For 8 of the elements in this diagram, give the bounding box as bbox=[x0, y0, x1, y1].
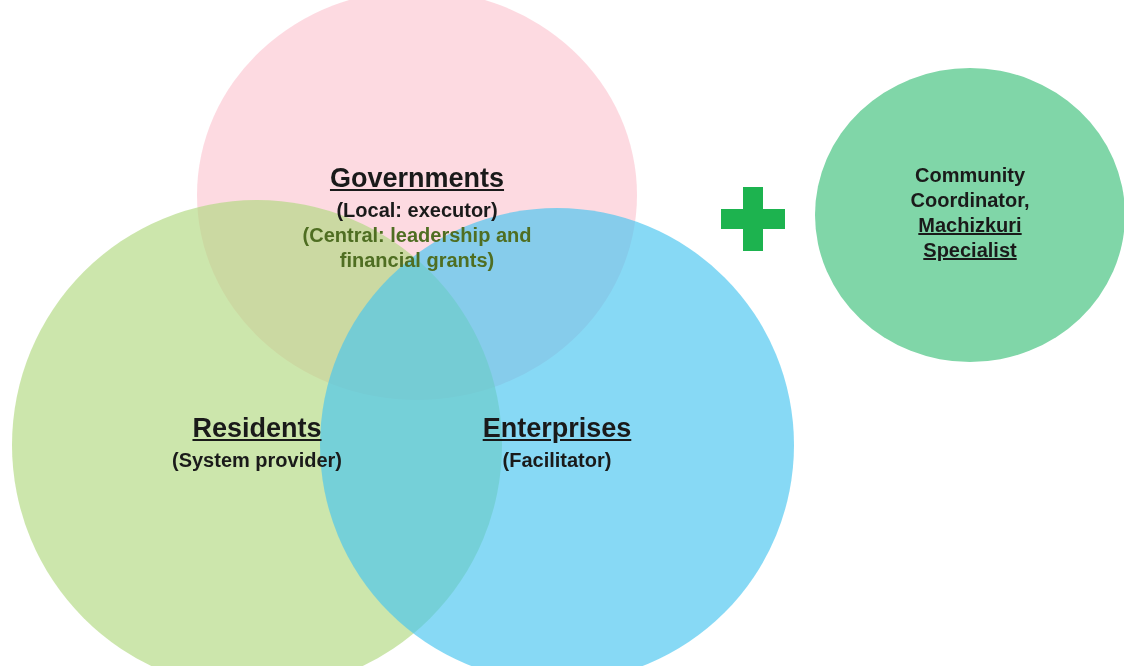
group-heading: Residents bbox=[191, 412, 323, 445]
role-label: (System provider) bbox=[170, 447, 344, 473]
role-label: (Facilitator) bbox=[501, 447, 613, 473]
role-label: Machizkuri Specialist bbox=[917, 213, 1023, 263]
group-heading: Governments bbox=[328, 162, 506, 195]
group-heading: Enterprises bbox=[481, 412, 633, 445]
role-label: (Local: executor) bbox=[335, 197, 499, 223]
role-label: Community Coordinator, bbox=[909, 163, 1031, 213]
